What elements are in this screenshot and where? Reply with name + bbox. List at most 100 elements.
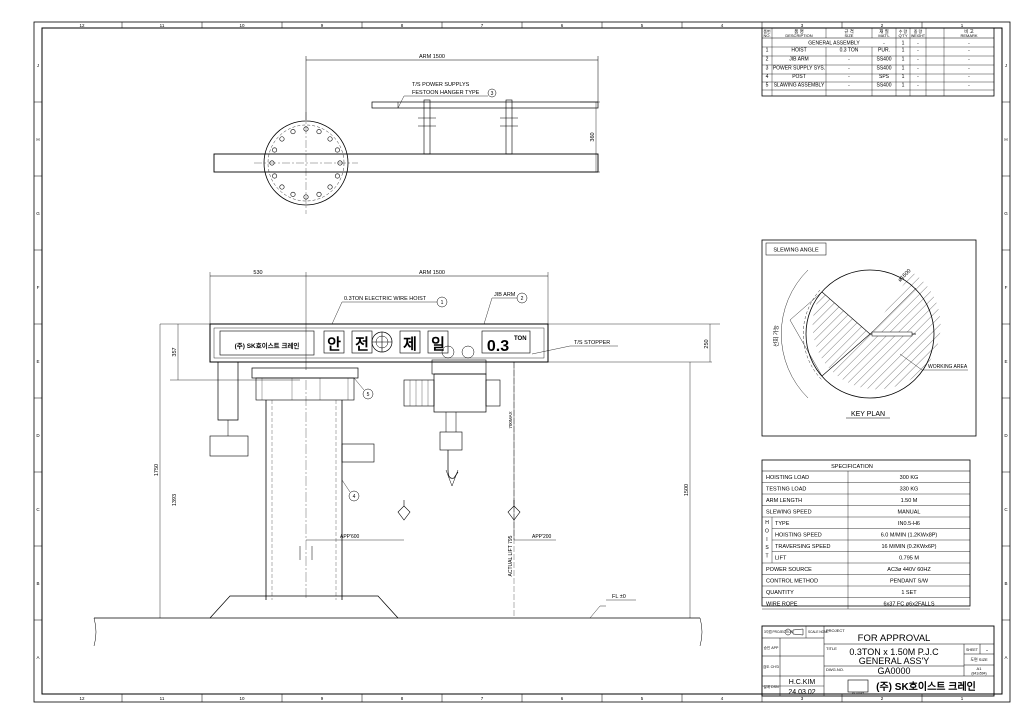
bom-header-matl-ko: 재 질 [879,28,889,35]
bom-cell: 1 [902,83,905,89]
bom-header-desc-ko: 품 명 [794,28,804,34]
spec-hoist-letter: T [765,554,768,560]
top-zone-label: 8 [401,23,404,28]
spec-value: IN0.5-H6 [898,521,920,527]
bolt-hole [316,191,322,197]
company-sub: SK HOIST [852,692,865,696]
bom-cell: PUR. [878,48,890,54]
bom-section-matl: - [883,41,885,47]
bolt-hole [290,129,296,135]
slewing-angle-title: SLEWING ANGLE [773,248,819,254]
bom-section-weight: - [917,41,919,47]
dwg-no-label: DWG.NO. [826,667,844,672]
bom-cell: POST [792,74,806,80]
key-plan-label: KEY PLAN [851,411,885,418]
top-zone-label: 4 [721,23,724,28]
bolt-hole [279,184,285,190]
bom-section-label: GENERAL ASSEMBLY [808,41,860,47]
top-zone-label: 2 [881,23,884,28]
size-sub: (841x594) [971,672,986,676]
elev-jib-arm-label: JIB ARM [494,292,516,298]
bom-cell: - [968,48,970,54]
bom-cell: - [917,57,919,63]
scale-label: SCALE NONE [808,630,829,634]
bom-cell: - [968,83,970,89]
bom-cell: JIB ARM [789,57,808,63]
drawn-date: 24.03.02 [788,689,815,696]
safety-char-1: 안 [327,335,341,353]
elev-logo-text: (주) SK호이스트 크레인 [235,341,300,350]
bom-cell: - [848,74,850,80]
left-zone-label: C [36,507,40,512]
bottom-zone-label: 11 [160,696,165,701]
plan-dim-360: 360 [590,132,596,141]
bottom-zone-label: 3 [801,696,804,701]
bottom-zone-label: 4 [721,696,724,701]
bom-cell: 2 [766,57,769,63]
elev-arm-dimension: ARM 1500 [419,270,445,276]
projection-label: 3각법 PROJECTION [764,629,794,634]
left-zone-label: B [36,581,39,586]
spec-label: TYPE [775,521,790,527]
elev-wire-hoist-label: 0.3TON ELECTRIC WIRE HOIST [344,296,427,302]
spec-value: MANUAL [898,510,921,516]
bom-cell: 1 [902,74,905,80]
specification-table [761,459,971,610]
spec-value: 0.795 M [899,556,919,562]
title-block [761,625,995,697]
bom-cell: - [917,66,919,72]
bom-cell: SS400 [876,57,891,63]
top-zone-label: 10 [239,23,245,28]
bom-header-matl: MAT'L [878,33,890,38]
spec-hoist-letter: S [765,545,769,551]
capacity-unit: TON [514,336,527,342]
elev-dim-250: 250 [704,339,710,348]
right-zone-label: B [1004,581,1007,586]
project-value: FOR APPROVAL [858,633,931,644]
bom-cell: HOIST [791,48,806,54]
top-zone-label: 7 [481,23,484,28]
safety-char-4: 일 [431,336,445,353]
elev-dim-700max: 700MAX [508,411,513,428]
bom-cell: - [968,74,970,80]
spec-label: POWER SOURCE [766,567,812,573]
elev-balloon-5: 5 [367,392,370,398]
capacity-value: 0.3 [487,338,509,355]
elev-app-600: APP'600 [340,534,360,540]
bottom-zone-label: 10 [239,696,245,701]
bolt-hole [334,173,340,179]
bom-cell: 3 [766,66,769,72]
spec-value: 6.0 M/MIN (1.2KWx8P) [881,533,938,539]
spec-label: LIFT [775,556,787,562]
bom-header-remark: REMARK [960,33,977,38]
bom-section-qty: 1 [902,41,905,47]
elev-dim-1750: 1750 [154,464,160,476]
slewing-side-label: 선회 가능 [772,325,780,347]
spec-hoist-letter: O [765,528,769,534]
flange-bolt-circle [269,126,343,200]
safety-char-2: 전 [355,336,369,353]
left-zone-label: D [36,433,40,438]
bom-cell: 1 [902,48,905,54]
plan-balloon-3: 3 [491,91,494,97]
bom-cell: POWER SUPPLY SYS. [773,66,825,72]
elev-app-200: APP'200 [532,534,552,540]
spec-label: QUANTITY [766,590,794,596]
bom-cell: 5 [766,83,769,89]
bom-cell: - [848,57,850,63]
top-zone-label: 3 [801,23,804,28]
bolt-hole [279,136,285,142]
spec-value: 16 M/MIN (0.2KWx6P) [881,544,936,550]
bom-cell: SS400 [876,83,891,89]
bottom-zone-label: 9 [321,696,324,701]
bom-cell: - [848,66,850,72]
top-zone-label: 9 [321,23,324,28]
top-zone-label: 1 [961,23,964,28]
plan-ts-power-label: T/S POWER SUPPLYS [412,82,470,88]
elevation-view [93,272,720,647]
bom-header-size: SIZE [845,33,854,38]
top-zone-label: 5 [641,23,644,28]
